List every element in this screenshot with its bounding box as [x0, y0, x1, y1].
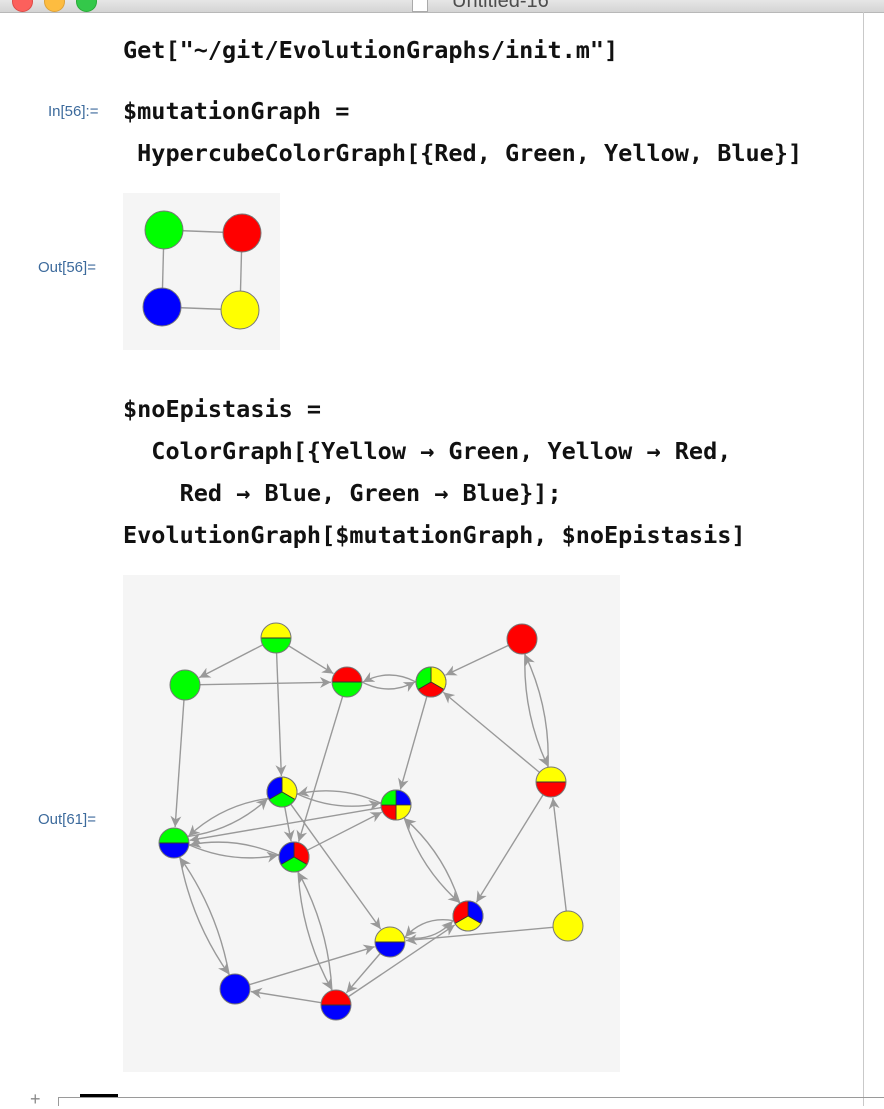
edge-rgb-to-rb [297, 871, 333, 990]
node-y [220, 290, 260, 330]
node-b [142, 287, 182, 327]
edge-byr-to-byrg [404, 817, 461, 904]
in61-input-line-4[interactable]: EvolutionGraph[$mutationGraph, $noEpista… [123, 521, 746, 549]
edge-rg-to-yrg [361, 681, 416, 692]
edge-g1-to-rg [199, 677, 332, 688]
edge-ygb-to-yb [290, 803, 382, 930]
node-g [144, 210, 184, 250]
get-input-line[interactable]: Get["~/git/EvolutionGraphs/init.m"] [123, 36, 619, 64]
evolution-graph-output[interactable] [123, 575, 620, 1072]
in56-input-line-1[interactable]: $mutationGraph = [123, 97, 350, 125]
edge-rb-to-rgb [297, 872, 333, 991]
edge-g1-to-gb [170, 699, 185, 828]
node-r [222, 213, 262, 253]
edge-yr-to-yrg [442, 691, 540, 773]
edge-rgb-to-byrg [307, 811, 383, 851]
edge-yrg-to-byrg [398, 696, 428, 790]
node-rgb [278, 841, 310, 873]
edge-yr-to-byr [475, 794, 544, 903]
node-g1 [169, 669, 201, 701]
edge-byrg-to-ygb [297, 786, 382, 804]
edge-gb-to-b1 [179, 856, 230, 975]
edge-gb-to-ygb [187, 798, 269, 838]
node-r1 [506, 623, 538, 655]
edge-r1-to-yr [524, 653, 549, 767]
evolution-graph [158, 622, 584, 1021]
edge-byrg-to-byr [403, 817, 460, 904]
edge-yg-to-ygb [275, 652, 287, 777]
node-b1 [219, 973, 251, 1005]
edge-yr-to-r1 [524, 654, 549, 768]
in56-label: In[56]:= [48, 103, 99, 120]
node-yr [535, 766, 567, 798]
window-title: Untitled-16 [452, 0, 549, 12]
edge-y1-to-yr [548, 797, 567, 912]
edge-yg-to-g1 [198, 644, 263, 679]
out56-label: Out[56]= [38, 259, 96, 276]
node-gb [158, 827, 190, 859]
edge-r1-to-yrg [445, 644, 509, 676]
edge-rg-to-rgb [296, 696, 344, 842]
cell-bracket-rule [863, 12, 864, 1106]
node-yb [374, 926, 406, 958]
minimize-window-button[interactable] [44, 0, 65, 12]
mutation-graph [142, 210, 262, 330]
edge-ygb-to-byrg [296, 793, 381, 811]
node-rb [320, 989, 352, 1021]
mutation-graph-output[interactable] [123, 193, 280, 350]
in61-input-line-1[interactable]: $noEpistasis = [123, 395, 322, 423]
node-yg [260, 622, 292, 654]
node-ygb [266, 776, 298, 808]
window-title-bar: Untitled-16 [0, 0, 884, 13]
edge-byrg-to-gb [189, 806, 382, 844]
in61-input-line-3[interactable]: Red → Blue, Green → Blue}]; [123, 479, 562, 507]
edge-y1-to-yb [405, 926, 554, 946]
in61-input-line-2[interactable]: ColorGraph[{Yellow → Green, Yellow → Red… [123, 437, 732, 465]
close-window-button[interactable] [12, 0, 33, 12]
edge-byr-to-yb [404, 919, 454, 938]
node-byr [452, 900, 484, 932]
edge-yg-to-rg [288, 645, 334, 675]
node-rg [331, 666, 363, 698]
edge-rb-to-b1 [250, 987, 322, 1004]
edge-yb-to-rb [345, 952, 381, 994]
edge-rgb-to-gb [189, 837, 280, 856]
cell-insert-plus-icon[interactable]: + [30, 1089, 41, 1109]
out61-label: Out[61]= [38, 811, 96, 828]
edge-b1-to-yb [249, 944, 375, 986]
edge-yrg-to-rg [362, 672, 417, 683]
zoom-window-button[interactable] [76, 0, 97, 12]
edge-gb-to-rgb [188, 844, 279, 863]
edge-b1-to-gb [179, 857, 230, 976]
in56-input-line-2[interactable]: HypercubeColorGraph[{Red, Green, Yellow,… [123, 139, 803, 167]
edge-ygb-to-gb [187, 797, 269, 837]
edge-yb-to-byr [404, 920, 454, 939]
cell-insertion-cursor [80, 1094, 118, 1097]
node-byrg [380, 789, 412, 821]
node-y1 [552, 910, 584, 942]
node-yrg [415, 666, 447, 698]
cell-insertion-line [58, 1097, 884, 1098]
cell-insertion-tick [58, 1097, 59, 1106]
edge-rb-to-byr [348, 924, 456, 998]
document-icon [412, 0, 428, 12]
